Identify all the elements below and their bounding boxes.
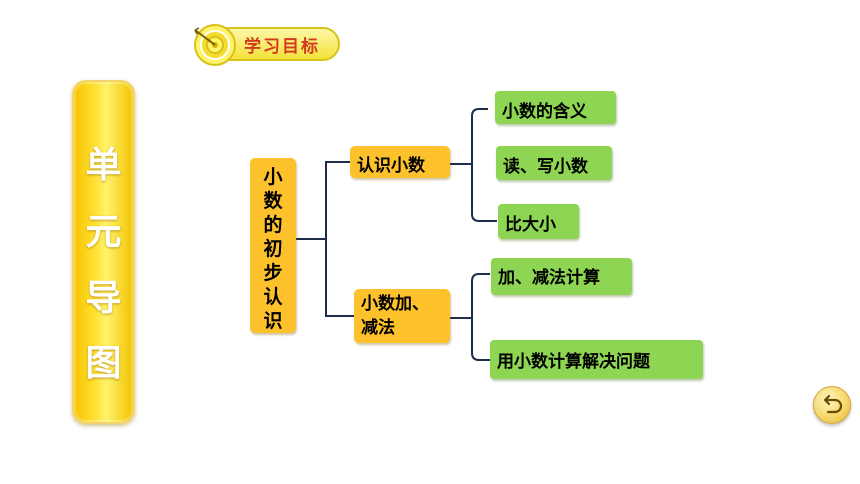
root-topic-char: 初 — [263, 238, 283, 260]
root-topic-char: 的 — [263, 214, 283, 236]
branch-label-line: 减法 — [361, 318, 395, 338]
branch-decimal-add-subtract[interactable]: 小数加、 减法 — [354, 289, 450, 343]
unit-title-char: 图 — [85, 343, 122, 384]
target-icon — [194, 24, 236, 66]
branch-recognize-decimals[interactable]: 认识小数 — [350, 146, 450, 178]
root-topic-char: 认 — [263, 286, 283, 308]
root-topic-char: 小 — [263, 166, 283, 188]
unit-title-char: 元 — [85, 212, 122, 253]
root-topic-box[interactable] — [250, 158, 296, 333]
branch-label-line: 小数加、 — [361, 294, 429, 314]
back-arrow-icon — [823, 394, 843, 414]
unit-title-char: 导 — [85, 278, 122, 319]
leaf-compare-size[interactable]: 比大小 — [498, 204, 579, 239]
root-topic-char: 步 — [263, 262, 283, 284]
leaf-decimal-meaning[interactable]: 小数的含义 — [495, 91, 616, 124]
back-button[interactable] — [813, 386, 851, 424]
root-topic-char: 识 — [263, 310, 283, 332]
unit-map-panel — [72, 80, 135, 424]
root-topic-char: 数 — [263, 190, 283, 212]
learning-goal-label: 学习目标 — [244, 37, 320, 57]
leaf-solve-problems[interactable]: 用小数计算解决问题 — [490, 340, 703, 379]
leaf-read-write-decimals[interactable]: 读、写小数 — [496, 146, 612, 180]
unit-title-char: 单 — [85, 145, 122, 186]
leaf-add-subtract-calc[interactable]: 加、减法计算 — [491, 258, 632, 295]
